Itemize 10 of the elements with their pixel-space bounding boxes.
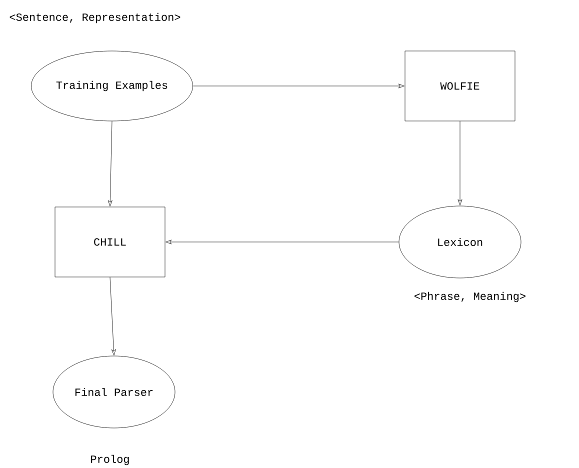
process-box: CHILL: [54, 206, 166, 278]
node-caption: <Phrase, Meaning>: [414, 292, 526, 302]
arrow: [108, 121, 112, 206]
node-caption: <Sentence, Representation>: [10, 12, 180, 24]
arrow: [458, 121, 462, 206]
arrow: [110, 276, 116, 356]
node-caption: Prolog: [91, 454, 129, 466]
process-box: WOLFIE: [404, 50, 516, 122]
arrow: [192, 84, 404, 88]
arrow: [166, 240, 399, 244]
